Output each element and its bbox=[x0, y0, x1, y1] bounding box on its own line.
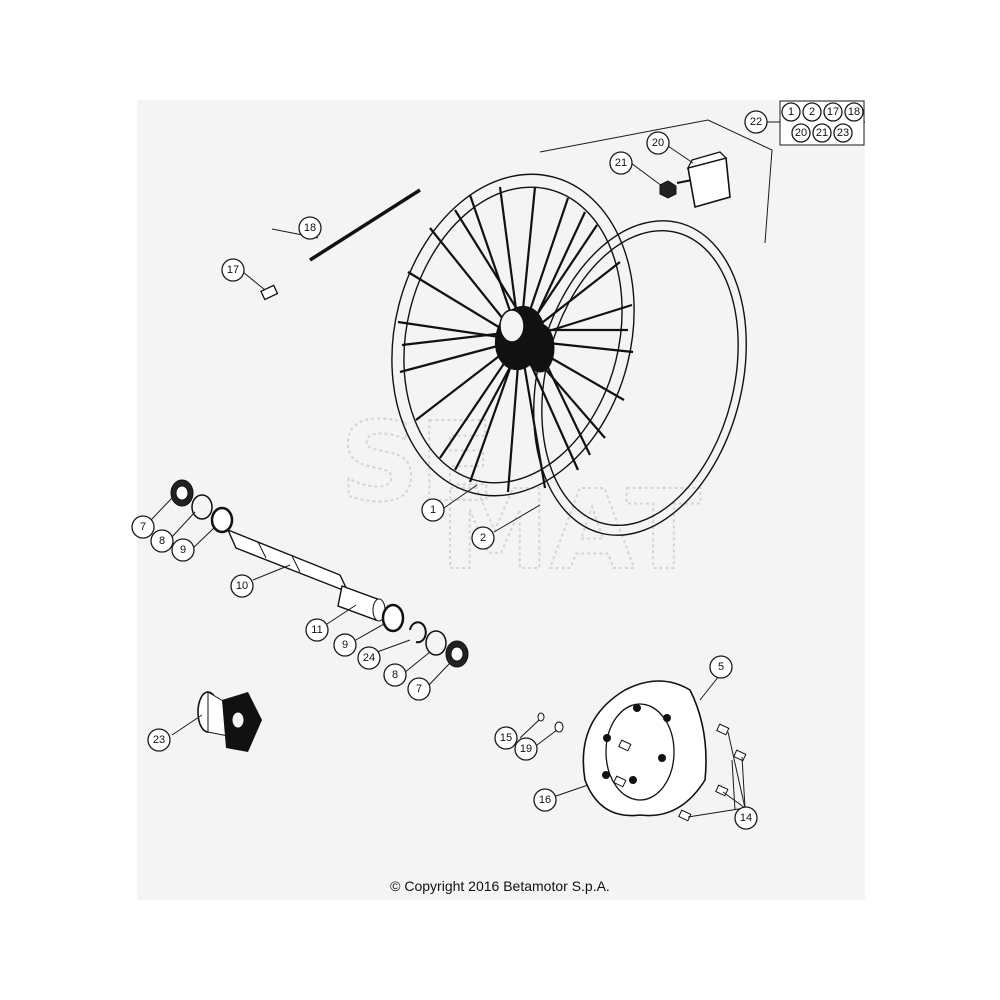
kit-item-20: 20 bbox=[791, 123, 811, 143]
callout-7-right: 7 bbox=[407, 677, 431, 701]
svg-text:15: 15 bbox=[500, 732, 512, 744]
hub-part bbox=[197, 691, 262, 752]
svg-text:2: 2 bbox=[480, 532, 486, 544]
callout-24: 24 bbox=[357, 646, 381, 670]
svg-text:5: 5 bbox=[718, 661, 724, 673]
spoke-nipple-part bbox=[260, 284, 279, 301]
callout-8-left: 8 bbox=[150, 529, 174, 553]
svg-text:1: 1 bbox=[788, 106, 794, 118]
svg-text:8: 8 bbox=[392, 669, 398, 681]
svg-text:22: 22 bbox=[750, 116, 762, 128]
svg-text:7: 7 bbox=[140, 521, 146, 533]
callout-8-right: 8 bbox=[383, 663, 407, 687]
svg-text:18: 18 bbox=[848, 106, 860, 118]
svg-text:17: 17 bbox=[827, 106, 839, 118]
copyright-notice: © Copyright 2016 Betamotor S.p.A. bbox=[390, 878, 610, 894]
callout-18: 18 bbox=[298, 216, 322, 240]
kit-item-17: 17 bbox=[823, 102, 843, 122]
svg-text:16: 16 bbox=[539, 794, 551, 806]
callout-14: 14 bbox=[734, 806, 758, 830]
svg-text:20: 20 bbox=[652, 137, 664, 149]
callout-1: 1 bbox=[421, 498, 445, 522]
bearing-right bbox=[381, 603, 405, 633]
kit-item-23: 23 bbox=[833, 123, 853, 143]
callout-17: 17 bbox=[221, 258, 245, 282]
callout-19: 19 bbox=[514, 737, 538, 761]
kit-item-21: 21 bbox=[812, 123, 832, 143]
kit-item-18: 18 bbox=[844, 102, 864, 122]
svg-text:1: 1 bbox=[430, 504, 436, 516]
callout-2: 2 bbox=[471, 526, 495, 550]
kit-item-2: 2 bbox=[802, 102, 822, 122]
svg-text:7: 7 bbox=[416, 683, 422, 695]
svg-text:8: 8 bbox=[159, 535, 165, 547]
svg-text:21: 21 bbox=[816, 127, 828, 139]
callout-11: 11 bbox=[305, 618, 329, 642]
disc-bolts-part bbox=[613, 723, 747, 822]
kit-item-1: 1 bbox=[781, 102, 801, 122]
svg-text:17: 17 bbox=[227, 264, 239, 276]
axle-and-bearings bbox=[170, 479, 469, 668]
drawing-panel bbox=[137, 100, 865, 900]
svg-text:10: 10 bbox=[236, 580, 248, 592]
spoke-part bbox=[309, 188, 421, 262]
svg-text:18: 18 bbox=[304, 222, 316, 234]
spacer-ring-left bbox=[191, 494, 213, 520]
small-screws-part bbox=[537, 712, 564, 733]
svg-text:9: 9 bbox=[180, 544, 186, 556]
svg-text:14: 14 bbox=[740, 812, 752, 824]
svg-text:2: 2 bbox=[809, 106, 815, 118]
bearing-left bbox=[210, 506, 234, 534]
svg-text:19: 19 bbox=[520, 743, 532, 755]
callout-23: 23 bbox=[147, 728, 171, 752]
svg-text:9: 9 bbox=[342, 639, 348, 651]
svg-text:24: 24 bbox=[363, 652, 375, 664]
callout-10: 10 bbox=[230, 574, 254, 598]
leader-lines bbox=[150, 121, 768, 818]
callout-20: 20 bbox=[646, 131, 670, 155]
callout-22: 22 bbox=[744, 110, 768, 134]
callout-9-left: 9 bbox=[171, 538, 195, 562]
callout-5: 5 bbox=[709, 655, 733, 679]
callout-9-right: 9 bbox=[333, 633, 357, 657]
svg-text:20: 20 bbox=[795, 127, 807, 139]
kit-contents-box: 1 2 17 18 20 21 23 bbox=[779, 100, 865, 146]
valve-nut-part bbox=[659, 180, 677, 199]
spacer-ring-right bbox=[425, 630, 447, 656]
callout-7-left: 7 bbox=[131, 515, 155, 539]
svg-text:11: 11 bbox=[311, 624, 322, 636]
wheel-rim-part bbox=[391, 173, 635, 497]
callout-15: 15 bbox=[494, 726, 518, 750]
circlip-part bbox=[409, 621, 427, 644]
callout-16: 16 bbox=[533, 788, 557, 812]
svg-text:23: 23 bbox=[153, 734, 165, 746]
rim-lock-part bbox=[676, 151, 731, 209]
callout-21: 21 bbox=[609, 151, 633, 175]
svg-text:21: 21 bbox=[615, 157, 627, 169]
svg-text:23: 23 bbox=[837, 127, 849, 139]
